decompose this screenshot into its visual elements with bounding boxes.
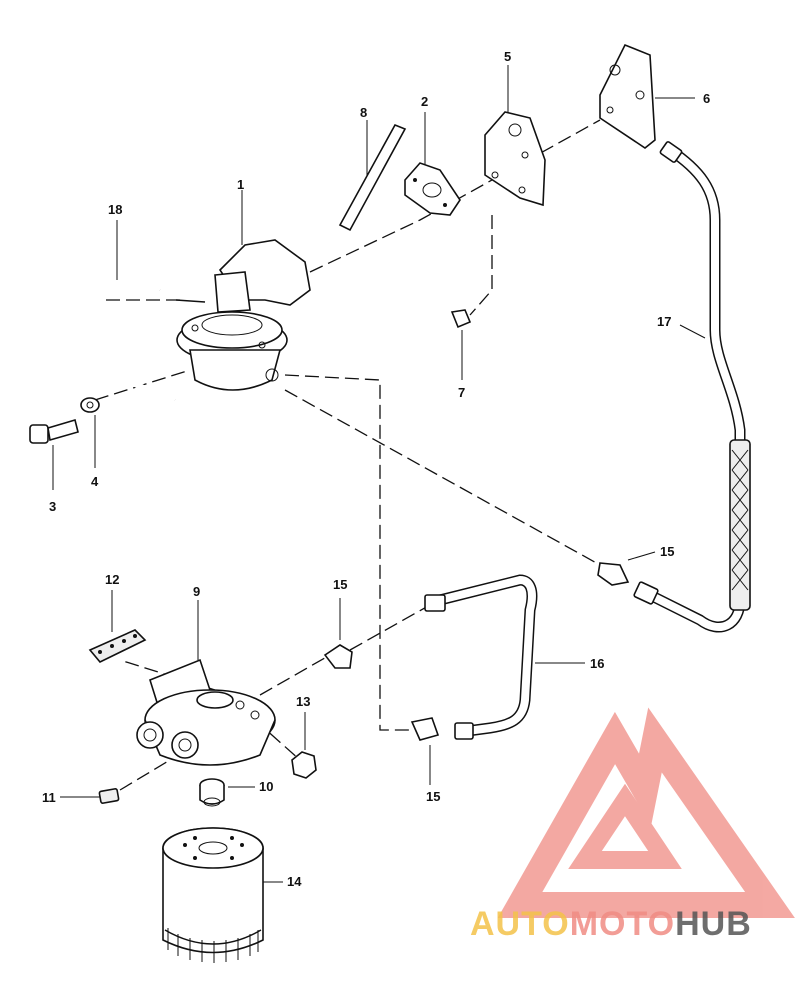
callout-15-lower: 15	[426, 789, 441, 804]
callout-1: 1	[237, 177, 245, 192]
assembly-lines	[94, 119, 601, 791]
part-16-fuel-tube	[424, 574, 585, 740]
watermark-moto: MOTO	[569, 905, 676, 943]
callout-5: 5	[504, 49, 512, 64]
part-9-filter-head	[136, 600, 276, 766]
part-10-nipple	[199, 778, 255, 807]
callout-8: 8	[360, 105, 368, 120]
part-13-nut	[291, 712, 317, 779]
part-11-screw	[60, 788, 120, 804]
part-15-fitting-right	[597, 551, 656, 586]
part-3-bolt	[29, 418, 79, 490]
callout-11: 11	[42, 790, 56, 805]
part-18-hose	[81, 220, 176, 403]
callout-7: 7	[458, 385, 466, 400]
callout-17: 17	[657, 314, 672, 329]
callout-15-center: 15	[333, 577, 348, 592]
callout-4: 4	[91, 474, 99, 489]
watermark-auto: AUTO	[470, 905, 570, 943]
part-8-vent-tube	[338, 120, 407, 232]
part-12-tag	[88, 590, 147, 663]
callout-12: 12	[105, 572, 120, 587]
watermark-text: AUTOMOTOHUB	[470, 905, 752, 944]
callout-9: 9	[193, 584, 201, 599]
callout-6: 6	[703, 91, 711, 106]
part-17-fuel-line	[633, 141, 751, 633]
watermark-hub: HUB	[675, 905, 752, 943]
callout-13: 13	[296, 694, 311, 709]
part-7-plug	[450, 309, 472, 380]
callout-18: 18	[108, 202, 123, 217]
part-2-gasket	[404, 112, 461, 216]
callout-3: 3	[49, 499, 57, 514]
part-14-filter-cartridge	[162, 827, 283, 963]
part-6-cover-plate	[599, 43, 695, 149]
watermark-logo	[497, 707, 795, 918]
callout-14: 14	[287, 874, 302, 889]
part-4-washer	[80, 397, 100, 468]
part-5-mounting-plate	[484, 65, 546, 207]
part-15-fitting-center	[323, 598, 353, 669]
callout-10: 10	[259, 779, 274, 794]
callout-15-right: 15	[660, 544, 675, 559]
part-1-fuel-pump	[175, 190, 311, 391]
callout-16: 16	[590, 656, 605, 671]
part-15-fitting-lower	[410, 717, 440, 785]
callout-2: 2	[421, 94, 429, 109]
